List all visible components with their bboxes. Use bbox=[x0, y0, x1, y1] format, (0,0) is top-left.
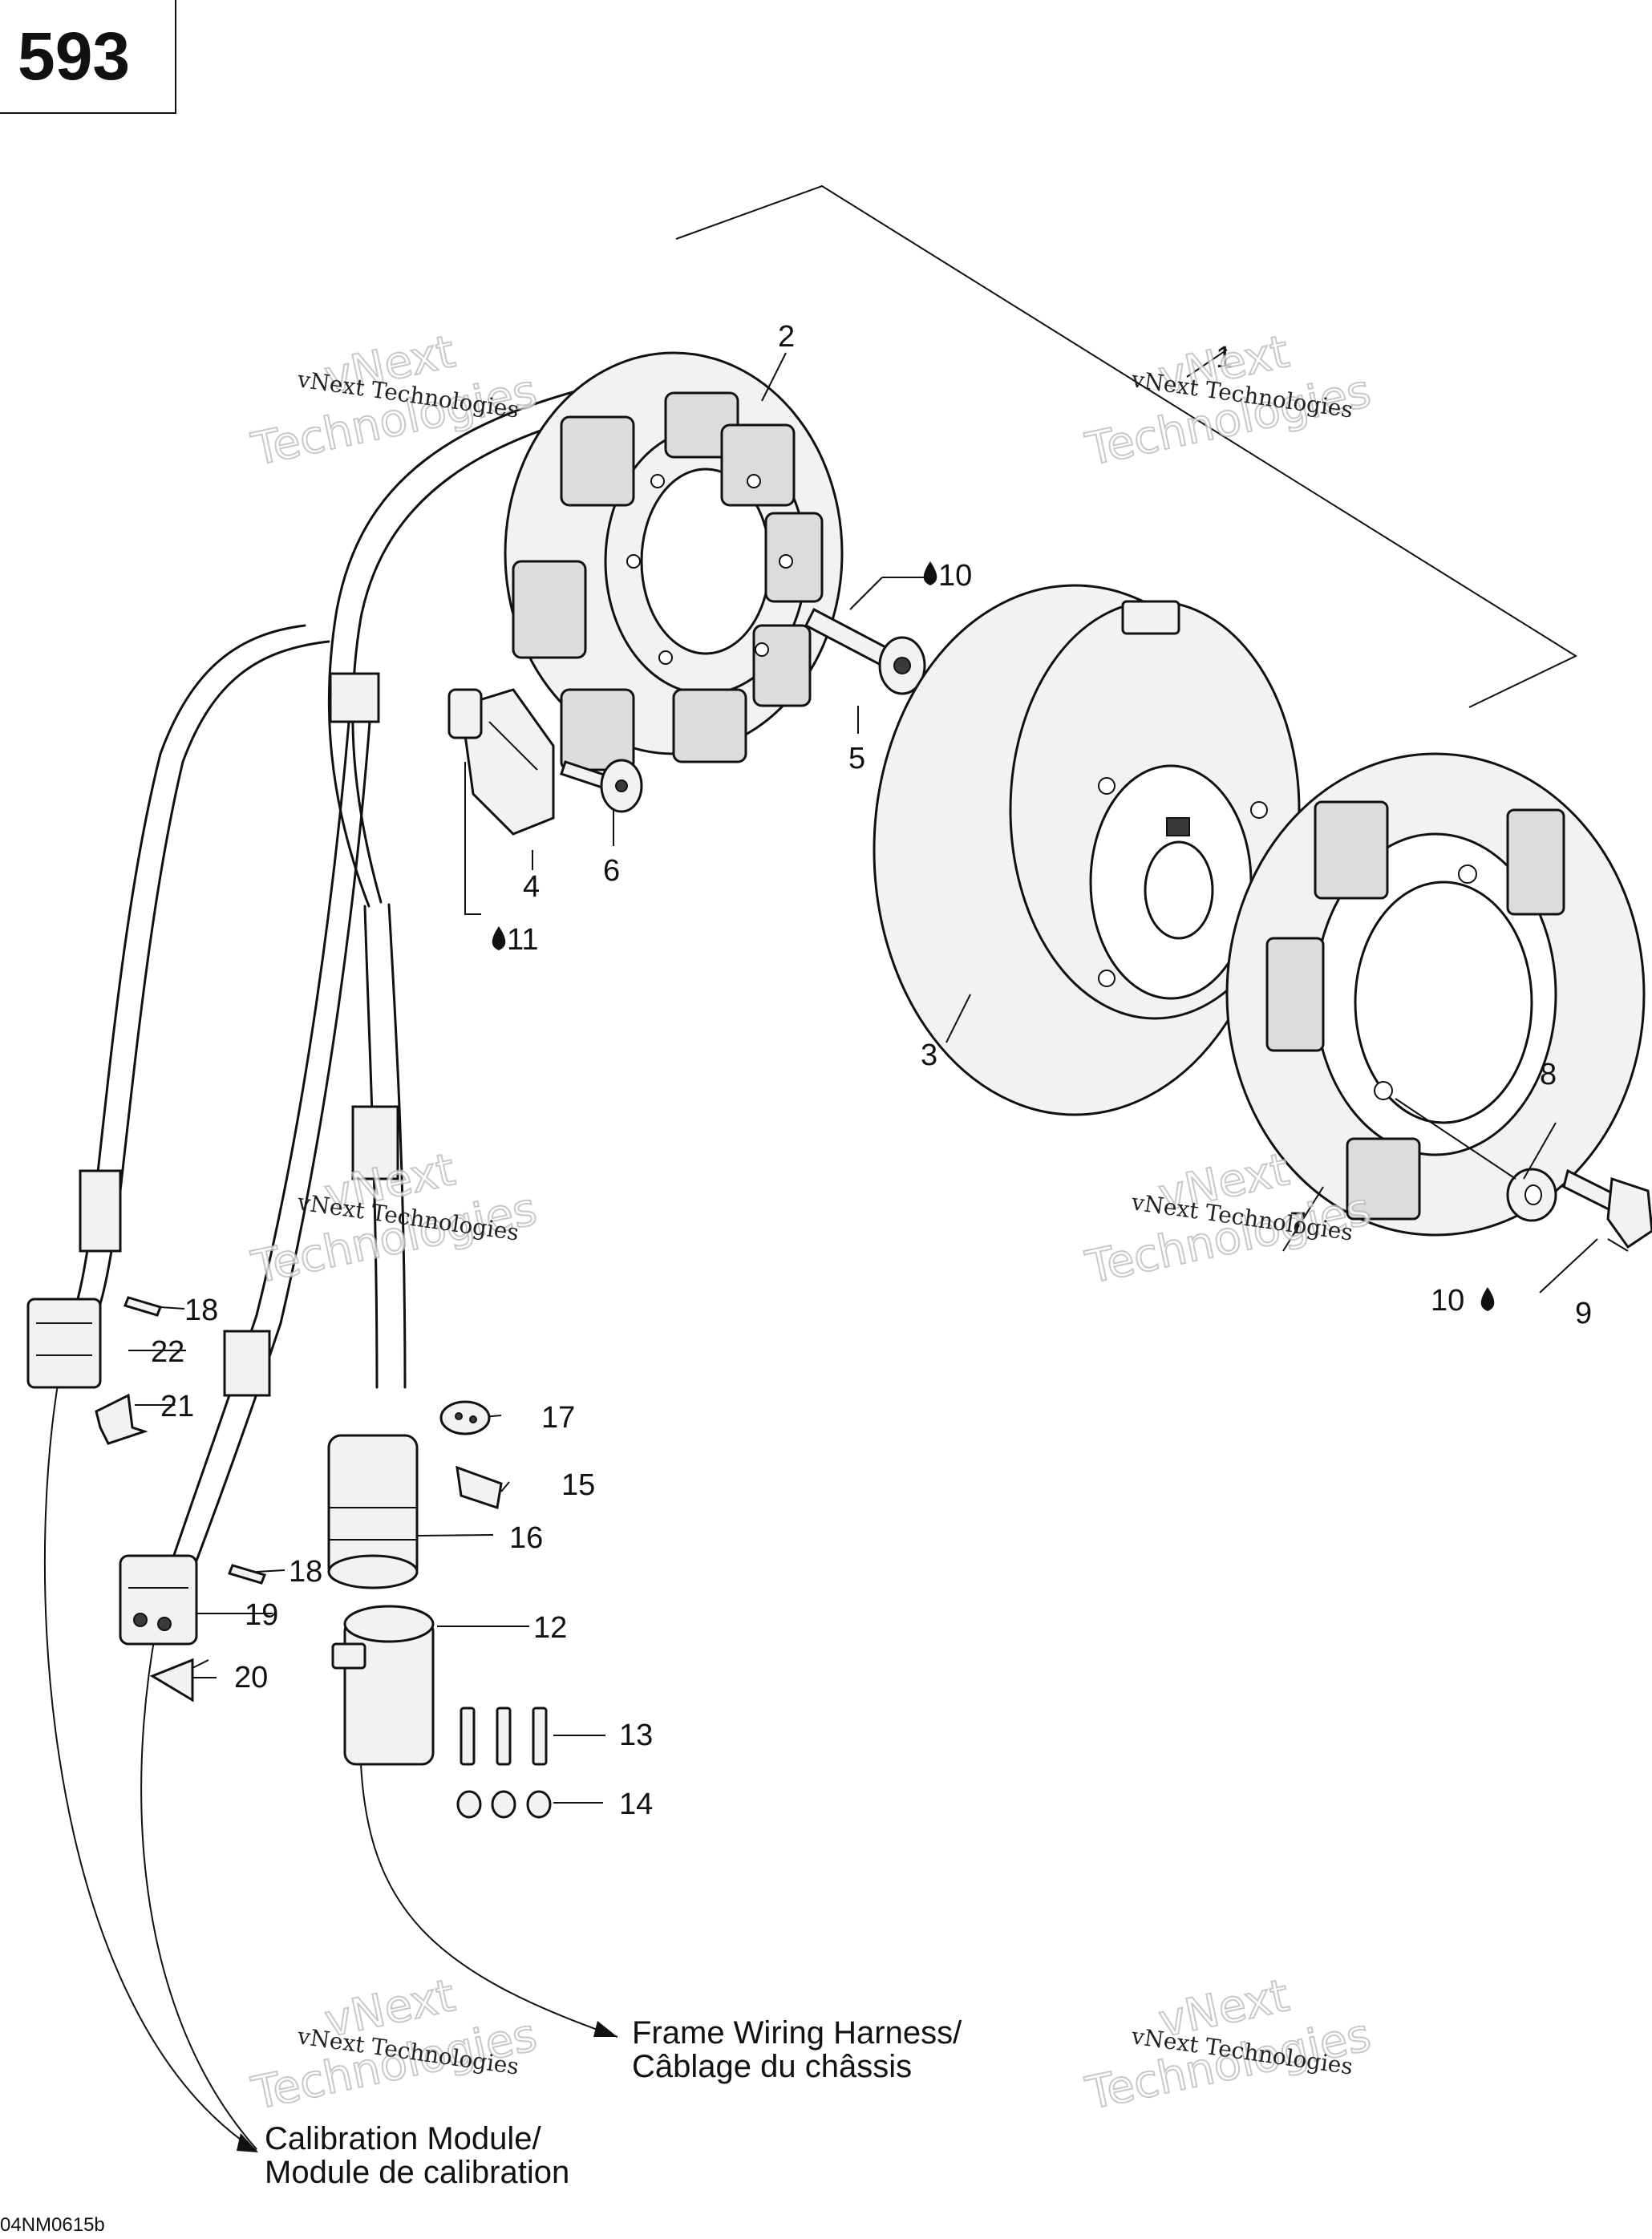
watermark: vNext Technologies vNext Technologies bbox=[1080, 1969, 1375, 2121]
callout-10-bolt: 10 bbox=[1431, 1284, 1464, 1318]
watermark: vNext Technologies vNext Technologies bbox=[1080, 325, 1375, 477]
callout-1: 1 bbox=[1216, 341, 1233, 375]
page-number-box: 593 bbox=[0, 0, 176, 114]
arrowhead bbox=[237, 2133, 258, 2152]
calibration-label-fr: Module de calibration bbox=[265, 2155, 569, 2190]
callout-7: 7 bbox=[1290, 1207, 1306, 1241]
watermark: vNext Technologies vNext Technologies bbox=[246, 1143, 541, 1295]
callout-5: 5 bbox=[848, 742, 865, 775]
frame-harness-label-en: Frame Wiring Harness/ bbox=[632, 2015, 962, 2051]
callout-4: 4 bbox=[523, 870, 540, 904]
callout-15: 15 bbox=[561, 1468, 595, 1502]
callout-18-upper: 18 bbox=[184, 1294, 218, 1327]
drop-icon bbox=[923, 561, 937, 585]
screw-5 bbox=[804, 607, 926, 695]
calibration-label-en: Calibration Module/ bbox=[265, 2121, 542, 2156]
terminal-18a bbox=[123, 1296, 163, 1317]
callout-21: 21 bbox=[160, 1390, 194, 1423]
callout-20: 20 bbox=[234, 1661, 268, 1694]
callout-6: 6 bbox=[603, 854, 620, 888]
plug-17 bbox=[439, 1400, 491, 1435]
harness-sleeve bbox=[329, 672, 380, 723]
washer-8 bbox=[1506, 1168, 1557, 1222]
drop-icon bbox=[492, 926, 506, 950]
assembly-bracket-1 bbox=[675, 184, 1578, 708]
callout-16: 16 bbox=[509, 1521, 543, 1555]
callout-13: 13 bbox=[619, 1719, 653, 1752]
flywheel bbox=[873, 584, 1301, 1116]
drawing-code: 04NM0615b bbox=[0, 2214, 105, 2236]
stator-connector bbox=[447, 688, 555, 836]
watermark: vNext Technologies vNext Technologies bbox=[246, 325, 541, 477]
arrowhead bbox=[593, 2021, 617, 2037]
bolt-9 bbox=[1562, 1168, 1652, 1249]
terminal-15 bbox=[456, 1465, 503, 1509]
callout-17: 17 bbox=[541, 1401, 575, 1435]
terminals-13 bbox=[460, 1707, 548, 1766]
small-parts bbox=[26, 1296, 552, 1819]
cap-20 bbox=[149, 1658, 209, 1703]
callout-12: 12 bbox=[533, 1611, 567, 1645]
drop-icon bbox=[1480, 1287, 1495, 1311]
callout-19: 19 bbox=[245, 1598, 278, 1632]
callout-2: 2 bbox=[778, 320, 795, 354]
connector-22 bbox=[26, 1298, 102, 1389]
harness-sleeve bbox=[223, 1330, 271, 1397]
terminal-18b bbox=[227, 1564, 267, 1585]
callout-18-lower: 18 bbox=[289, 1555, 322, 1589]
callout-14: 14 bbox=[619, 1788, 653, 1821]
screw-6 bbox=[560, 759, 643, 813]
harness-sleeve bbox=[79, 1169, 122, 1253]
connector-19 bbox=[119, 1554, 198, 1646]
trigger-wheel bbox=[1225, 752, 1646, 1237]
harness-cables bbox=[71, 375, 655, 1577]
bracket-21 bbox=[95, 1393, 148, 1445]
page-number: 593 bbox=[18, 18, 131, 94]
callout-3: 3 bbox=[921, 1039, 937, 1072]
callout-8: 8 bbox=[1540, 1058, 1557, 1091]
leader-lines bbox=[43, 349, 1629, 2152]
callout-22: 22 bbox=[151, 1335, 184, 1369]
harness-sleeve bbox=[351, 1105, 399, 1180]
frame-harness-label-fr: Câblage du châssis bbox=[632, 2049, 912, 2084]
callout-9: 9 bbox=[1575, 1297, 1592, 1330]
housing-12 bbox=[331, 1605, 435, 1766]
stator bbox=[504, 351, 844, 771]
watermark: vNext Technologies vNext Technologies bbox=[246, 1969, 541, 2121]
connector-16 bbox=[327, 1434, 419, 1589]
callout-10-screw: 10 bbox=[938, 559, 972, 593]
seals-14 bbox=[456, 1790, 552, 1819]
callout-11: 11 bbox=[507, 923, 538, 957]
